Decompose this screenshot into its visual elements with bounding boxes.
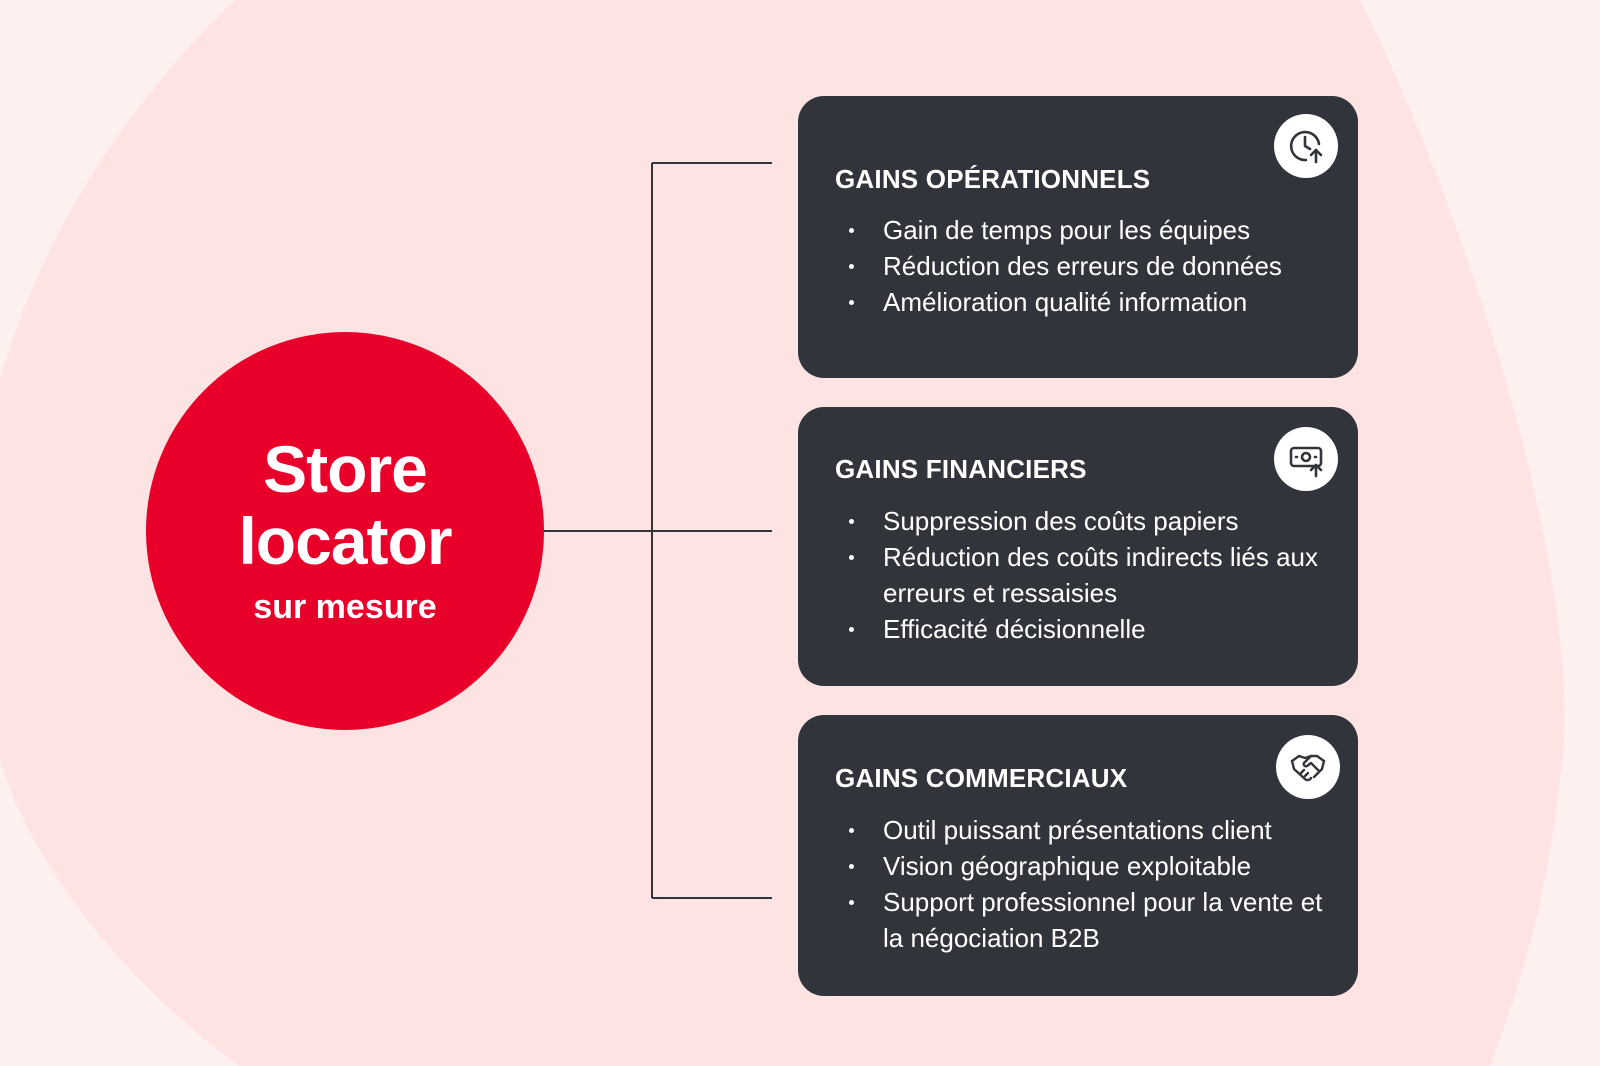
hub-subtitle: sur mesure	[253, 588, 437, 626]
card-commercial-gains: GAINS COMMERCIAUX Outil puissant présent…	[798, 715, 1358, 996]
hub-title-line1: Store	[263, 432, 428, 506]
card-list: Gain de temps pour les équipes Réduction…	[835, 212, 1345, 320]
list-item: Gain de temps pour les équipes	[845, 212, 1345, 248]
card-title: GAINS FINANCIERS	[835, 454, 1087, 484]
list-item: Suppression des coûts papiers	[845, 503, 1345, 539]
list-item: Réduction des erreurs de données	[845, 248, 1345, 284]
list-item: Outil puissant présentations client	[845, 812, 1345, 848]
card-title: GAINS OPÉRATIONNELS	[835, 164, 1151, 194]
card-financial-gains: GAINS FINANCIERS Suppression des coûts p…	[798, 407, 1358, 686]
card-list: Outil puissant présentations client Visi…	[835, 812, 1345, 956]
list-item: Amélioration qualité information	[845, 284, 1345, 320]
money-arrow-up-icon	[1274, 427, 1338, 491]
list-item: Réduction des coûts indirects liés aux e…	[845, 539, 1345, 611]
card-title: GAINS COMMERCIAUX	[835, 763, 1128, 793]
store-locator-hub: Store locator sur mesure	[146, 332, 544, 730]
card-list: Suppression des coûts papiers Réduction …	[835, 503, 1345, 647]
list-item: Vision géographique exploitable	[845, 848, 1345, 884]
list-item: Efficacité décisionnelle	[845, 611, 1345, 647]
card-operational-gains: GAINS OPÉRATIONNELS Gain de temps pour l…	[798, 96, 1358, 378]
list-item: Support professionnel pour la vente et l…	[845, 884, 1345, 956]
hub-title-line2: locator	[238, 504, 452, 578]
handshake-icon	[1276, 735, 1340, 799]
clock-arrow-up-icon	[1274, 114, 1338, 178]
